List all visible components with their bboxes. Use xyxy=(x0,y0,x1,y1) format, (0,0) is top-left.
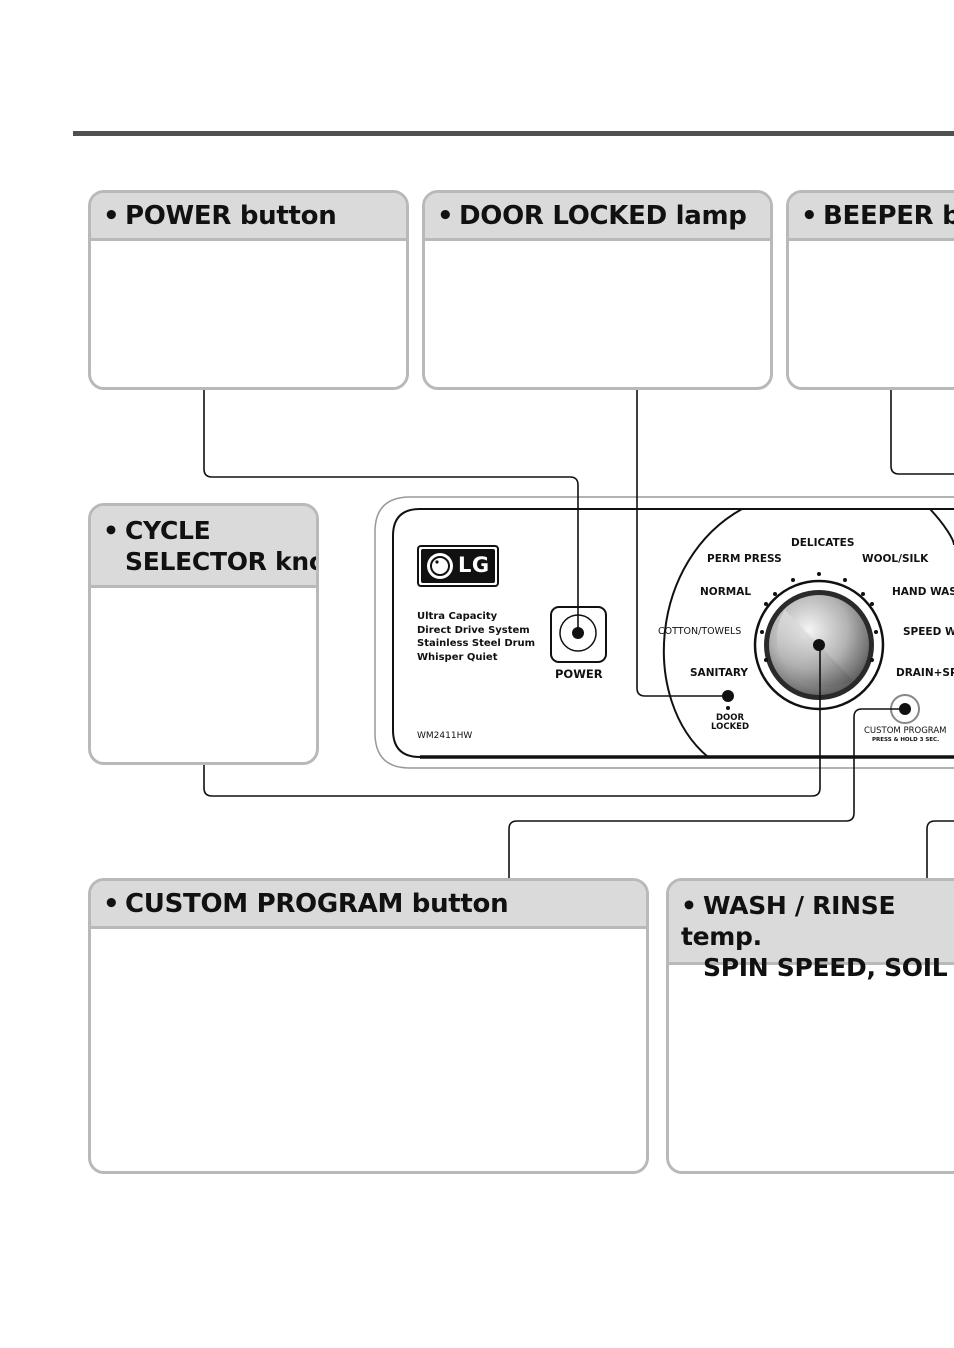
callout-custom-program-button: •CUSTOM PROGRAM button xyxy=(88,878,649,1174)
cycle-label-sanitary: SANITARY xyxy=(690,667,748,679)
power-label: POWER xyxy=(555,667,603,681)
callout-header: •BEEPER bu xyxy=(789,193,954,241)
bullet: • xyxy=(801,201,818,231)
leader-door-locked xyxy=(636,390,728,697)
callout-header: •WASH / RINSE temp.SPIN SPEED, SOIL LEVE xyxy=(669,881,954,982)
callout-title-line2: SELECTOR knob xyxy=(125,547,316,576)
bullet: • xyxy=(437,201,454,231)
feature-direct-drive: Direct Drive System xyxy=(417,625,530,636)
leader-beeper xyxy=(890,390,954,475)
leader-wash-rinse xyxy=(926,820,954,878)
door-locked-label-line1: DOOR xyxy=(716,713,745,723)
dial-area-outline-right xyxy=(929,508,954,546)
leader-cycle-selector xyxy=(203,645,821,797)
callout-title: POWER button xyxy=(125,201,337,231)
knob-center xyxy=(813,639,825,651)
callout-power-button: •POWER button xyxy=(88,190,409,390)
feature-ultra-capacity: Ultra Capacity xyxy=(417,611,498,622)
cycle-label-delicates: DELICATES xyxy=(791,537,855,549)
callout-header: •CUSTOM PROGRAM button xyxy=(91,881,646,929)
custom-program-label: CUSTOM PROGRAM xyxy=(864,726,947,736)
dial-position-dots xyxy=(760,572,878,662)
custom-program-hint: PRESS & HOLD 3 SEC. xyxy=(872,737,940,743)
dial-area-outline xyxy=(662,508,743,758)
callout-title-line1: WASH / RINSE temp. xyxy=(681,891,896,951)
leader-lines xyxy=(203,390,954,878)
leader-power xyxy=(203,390,579,633)
cycle-label-cotton-towels: COTTON/TOWELS xyxy=(658,626,742,637)
callout-title: DOOR LOCKED lamp xyxy=(459,201,747,231)
panel-outer-border xyxy=(374,496,954,769)
bullet: • xyxy=(681,891,697,920)
cycle-label-perm-press: PERM PRESS xyxy=(707,553,782,565)
cycle-label-normal: NORMAL xyxy=(700,586,752,598)
callout-door-locked-lamp: •DOOR LOCKED lamp xyxy=(422,190,773,390)
cycle-label-speed-wash: SPEED W xyxy=(903,626,954,638)
callout-wash-rinse-temp: •WASH / RINSE temp.SPIN SPEED, SOIL LEVE xyxy=(666,878,954,1174)
callout-header: •DOOR LOCKED lamp xyxy=(425,193,770,241)
bullet: • xyxy=(103,516,119,545)
callout-title-line1: CYCLE xyxy=(125,516,211,545)
lg-logo-text: LG xyxy=(458,553,490,577)
callout-header: •POWER button xyxy=(91,193,406,241)
callout-title: CUSTOM PROGRAM button xyxy=(125,889,509,919)
section-divider-rule xyxy=(73,131,954,136)
feature-whisper-quiet: Whisper Quiet xyxy=(417,652,498,663)
bullet: • xyxy=(103,889,120,919)
cycle-label-drain-spin: DRAIN+SPIN xyxy=(896,667,954,679)
callout-title-line2: SPIN SPEED, SOIL LEVE xyxy=(703,953,954,982)
cycle-label-wool-silk: WOOL/SILK xyxy=(862,553,929,565)
feature-stainless-drum: Stainless Steel Drum xyxy=(417,638,536,649)
model-number: WM2411HW xyxy=(417,731,473,741)
door-locked-label-line2: LOCKED xyxy=(711,722,750,732)
leader-custom-program xyxy=(508,708,905,878)
panel-inner-border xyxy=(392,508,954,758)
callout-title: BEEPER bu xyxy=(823,201,954,231)
callout-beeper-button: •BEEPER bu xyxy=(786,190,954,390)
bullet: • xyxy=(103,201,120,231)
cycle-label-hand-wash: HAND WASH xyxy=(892,586,954,598)
